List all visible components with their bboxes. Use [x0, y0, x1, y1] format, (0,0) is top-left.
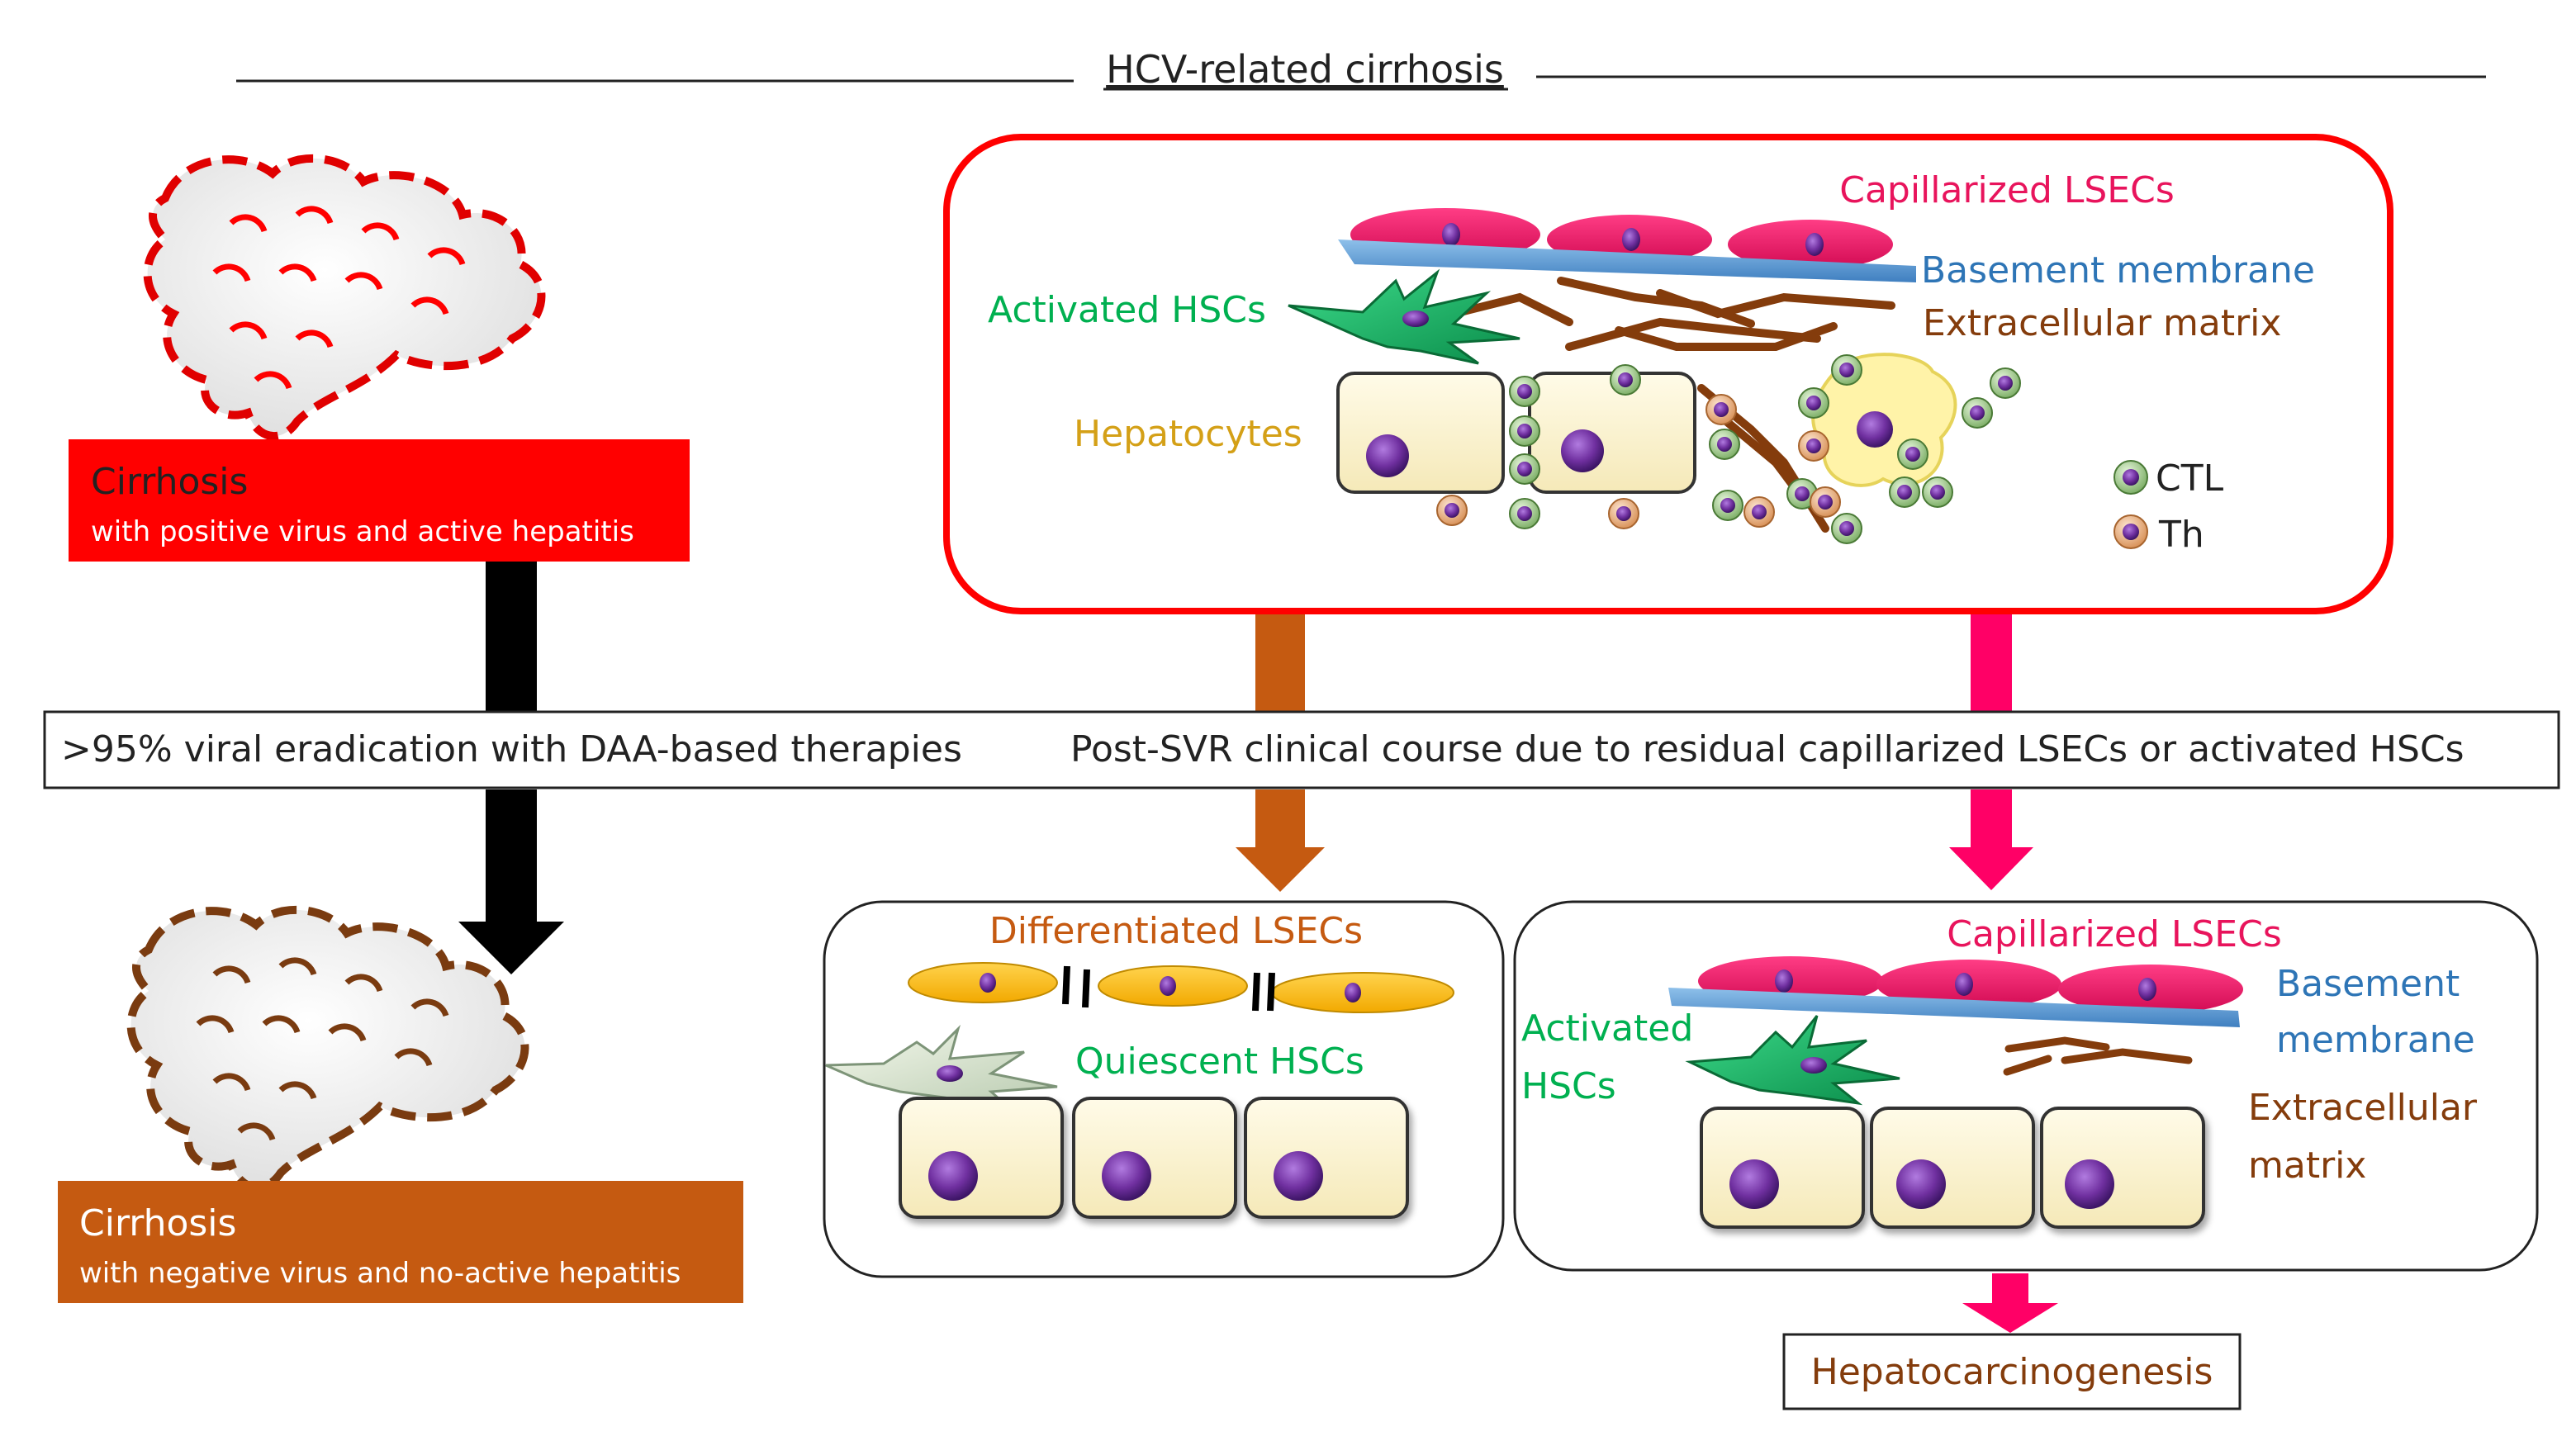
th-cells [1436, 394, 1841, 529]
right-basement-label-1: Basement [2276, 963, 2460, 1005]
extracellular-matrix [1449, 277, 1895, 533]
pink-arrow-outcome [1962, 1273, 2058, 1333]
right-hepatocyte-cells [1700, 1107, 2205, 1229]
ctl-cells [1509, 354, 2021, 544]
right-activated-hsc-cell [1685, 1015, 1900, 1106]
brown-down-arrow [1236, 614, 1325, 892]
legend-ctl-label: CTL [2156, 457, 2224, 500]
basement-membrane [1338, 239, 1916, 282]
hepatocyte-cells [1336, 353, 1957, 494]
right-basement-membrane [1668, 988, 2240, 1027]
activated-hsc-cell [1288, 268, 1520, 365]
right-extracellular-matrix [2003, 1036, 2193, 1076]
right-panel: Capillarized LSECs Basement membrane Ext… [1513, 900, 2539, 1272]
mid-hsc-label: Quiescent HSCs [1075, 1040, 1364, 1083]
liver-icon-inactive [126, 905, 529, 1192]
right-basement-label-2: membrane [2276, 1019, 2475, 1061]
mid-lsec-label: Differentiated LSECs [989, 910, 1363, 952]
quiescent-hsc-cell [825, 1024, 1058, 1109]
cirrhosis-active-subtitle: with positive virus and active hepatitis [91, 515, 634, 548]
legend-ctl-marker [2113, 460, 2148, 495]
cirrhosis-inactive-subtitle: with negative virus and no-active hepati… [79, 1257, 681, 1290]
right-lsec-label: Capillarized LSECs [1947, 913, 2282, 955]
mid-panel: Differentiated LSECs Quiescent HSCs [823, 900, 1505, 1278]
legend-th-label: Th [2158, 514, 2204, 556]
top-panel: Capillarized LSECs Basement membrane Ext… [943, 134, 2393, 614]
cirrhosis-inactive-title: Cirrhosis [79, 1202, 236, 1244]
top-hsc-label: Activated HSCs [988, 289, 1266, 331]
cirrhosis-active-title: Cirrhosis [91, 461, 248, 503]
top-ecm-label: Extracellular matrix [1923, 302, 2281, 344]
cirrhosis-active-box: Cirrhosis with positive virus and active… [69, 439, 690, 562]
fenestration-gap-marks [1062, 965, 1275, 1012]
header-title: HCV-related cirrhosis [1106, 47, 1504, 92]
band-right-text: Post-SVR clinical course due to residual… [1070, 728, 2465, 770]
right-ecm-label-1: Extracellular [2248, 1087, 2478, 1129]
right-hsc-label-1: Activated [1521, 1007, 1693, 1050]
liver-icon-active [143, 154, 546, 441]
pink-down-arrow [1949, 614, 2033, 890]
black-down-arrow [458, 562, 564, 974]
outcome-label: Hepatocarcinogenesis [1811, 1351, 2213, 1393]
top-basement-label: Basement membrane [1921, 249, 2315, 292]
right-ecm-label-2: matrix [2248, 1145, 2366, 1187]
right-hsc-label-2: HSCs [1521, 1065, 1616, 1107]
legend-th-marker [2113, 514, 2148, 549]
therapy-band: >95% viral eradication with DAA-based th… [43, 710, 2560, 789]
header: HCV-related cirrhosis [236, 47, 2486, 92]
top-hepatocyte-label: Hepatocytes [1074, 413, 1302, 455]
top-lsec-label: Capillarized LSECs [1839, 169, 2175, 211]
cirrhosis-inactive-box: Cirrhosis with negative virus and no-act… [58, 1181, 743, 1303]
differentiated-lsec-cells [908, 962, 1454, 1013]
mid-hepatocyte-cells [899, 1097, 1409, 1219]
hepatocarcinogenesis-box: Hepatocarcinogenesis [1782, 1333, 2242, 1410]
band-left-text: >95% viral eradication with DAA-based th… [61, 728, 962, 770]
lymphocyte-legend: CTL Th [2113, 457, 2224, 556]
